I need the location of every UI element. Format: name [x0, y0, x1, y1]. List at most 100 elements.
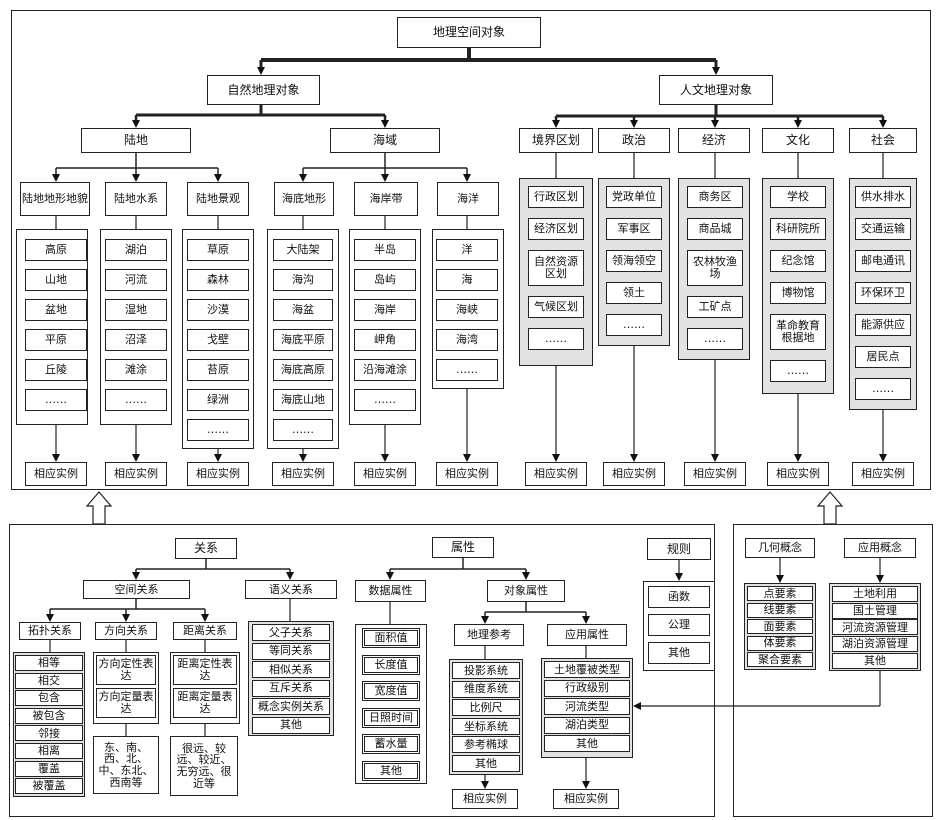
item-node: 大陆架: [273, 239, 333, 261]
instance-node: 相应实例: [452, 789, 518, 809]
category-node: 境界区划: [519, 128, 593, 153]
item-node: 点要素: [747, 586, 813, 601]
item-node: 面积值: [362, 628, 420, 648]
arrowhead-icon: [794, 120, 802, 128]
item-node: ……: [687, 328, 743, 350]
arrowhead-icon: [630, 454, 638, 462]
item-node: 科研院所: [770, 218, 826, 240]
arrowhead-icon: [381, 120, 389, 128]
arrowhead-icon: [299, 454, 307, 462]
item-node: 行政区划: [528, 186, 584, 208]
instance-node: 相应实例: [684, 462, 746, 486]
item-node: 高原: [25, 239, 87, 261]
item-node: 海底平原: [273, 329, 333, 351]
item-node: 相交: [15, 672, 83, 689]
topology-node: 拓扑关系: [19, 622, 81, 640]
arrowhead-icon: [552, 120, 560, 128]
item-list-frame: [643, 581, 715, 671]
arrowhead-icon: [582, 616, 590, 624]
item-node: 山地: [25, 269, 87, 291]
item-node: 海岸: [354, 299, 416, 321]
item-node: 覆盖: [15, 760, 83, 777]
instance-node: 相应实例: [852, 462, 914, 486]
item-node: 沿海滩涂: [354, 359, 416, 381]
item-node: 供水排水: [855, 186, 911, 208]
arrowhead-icon: [132, 454, 140, 462]
concept-frame: [733, 524, 933, 817]
arrowhead-icon: [675, 573, 683, 581]
item-node: ……: [187, 419, 249, 441]
arrowhead-icon: [879, 120, 887, 128]
arrowhead-icon: [214, 454, 222, 462]
item-node: 公理: [648, 614, 710, 636]
item-node: 河流资源管理: [832, 619, 918, 636]
instance-node: 相应实例: [354, 462, 416, 486]
item-node: 海底高原: [273, 359, 333, 381]
geo-reference-node: 地理参考: [454, 624, 524, 646]
item-node: 居民点: [855, 346, 911, 368]
item-node: 聚合要素: [747, 652, 813, 667]
arrowhead-icon: [299, 174, 307, 182]
item-node: 海底山地: [273, 389, 333, 411]
arrowhead-icon: [132, 572, 140, 580]
item-node: 相等: [15, 655, 83, 671]
item-node: 博物馆: [770, 282, 826, 304]
instance-node: 相应实例: [553, 789, 619, 809]
category-node: 经济: [678, 128, 750, 153]
item-list-frame: [100, 229, 172, 425]
item-node: ……: [105, 389, 167, 411]
instance-node: 相应实例: [105, 462, 167, 486]
item-node: 半岛: [354, 239, 416, 261]
arrowhead-icon: [876, 575, 884, 583]
arrowhead-icon: [630, 120, 638, 128]
arrowhead-icon: [381, 174, 389, 182]
application-concept-node: 应用概念: [844, 538, 916, 558]
category-node: 陆地景观: [187, 182, 249, 216]
category-node: 文化: [762, 128, 834, 153]
item-node: 洋: [436, 239, 498, 261]
arrowhead-icon: [552, 454, 560, 462]
arrowhead-icon: [481, 616, 489, 624]
category-node: 陆地水系: [105, 182, 167, 216]
item-node: 纪念馆: [770, 250, 826, 272]
item-node: 邻接: [15, 725, 83, 742]
instance-node: 相应实例: [436, 462, 498, 486]
item-node: 戈壁: [187, 329, 249, 351]
arrowhead-icon: [463, 174, 471, 182]
item-node: 湖泊类型: [544, 716, 630, 734]
item-node: ……: [528, 328, 584, 350]
item-node: 体要素: [747, 635, 813, 651]
category-node: 政治: [598, 128, 670, 153]
item-node: 函数: [648, 586, 710, 608]
category-node: 社会: [849, 128, 917, 153]
distance-node: 距离关系: [173, 622, 237, 640]
arrowhead-icon: [794, 454, 802, 462]
item-node: 工矿点: [687, 296, 743, 318]
item-node: 盆地: [25, 299, 87, 321]
item-node: ……: [273, 419, 333, 441]
item-node: 其他: [252, 716, 330, 734]
item-node: 军事区: [606, 218, 662, 240]
category-node: 海岸带: [354, 182, 418, 216]
arrowhead-icon: [132, 120, 140, 128]
item-node: 其他: [362, 760, 420, 781]
item-node: 草原: [187, 239, 249, 261]
natural-object-node: 自然地理对象: [207, 75, 320, 105]
sea-node: 海域: [330, 128, 440, 153]
human-object-node: 人文地理对象: [659, 75, 773, 105]
land-node: 陆地: [81, 128, 191, 153]
instance-node: 相应实例: [603, 462, 665, 486]
arrowhead-icon: [481, 781, 489, 789]
item-node: 相离: [15, 743, 83, 759]
data-attribute-node: 数据属性: [355, 580, 426, 602]
item-node: 相似关系: [252, 661, 330, 678]
item-node: 参考椭球: [452, 736, 520, 754]
spatial-relation-node: 空间关系: [83, 580, 190, 599]
item-node: 党政单位: [606, 186, 662, 208]
inheritance-arrow-icon: [85, 491, 113, 525]
item-node: 包含: [15, 690, 83, 707]
arrowhead-icon: [582, 781, 590, 789]
object-hierarchy-frame: [11, 10, 931, 490]
arrowhead-icon: [711, 120, 719, 128]
